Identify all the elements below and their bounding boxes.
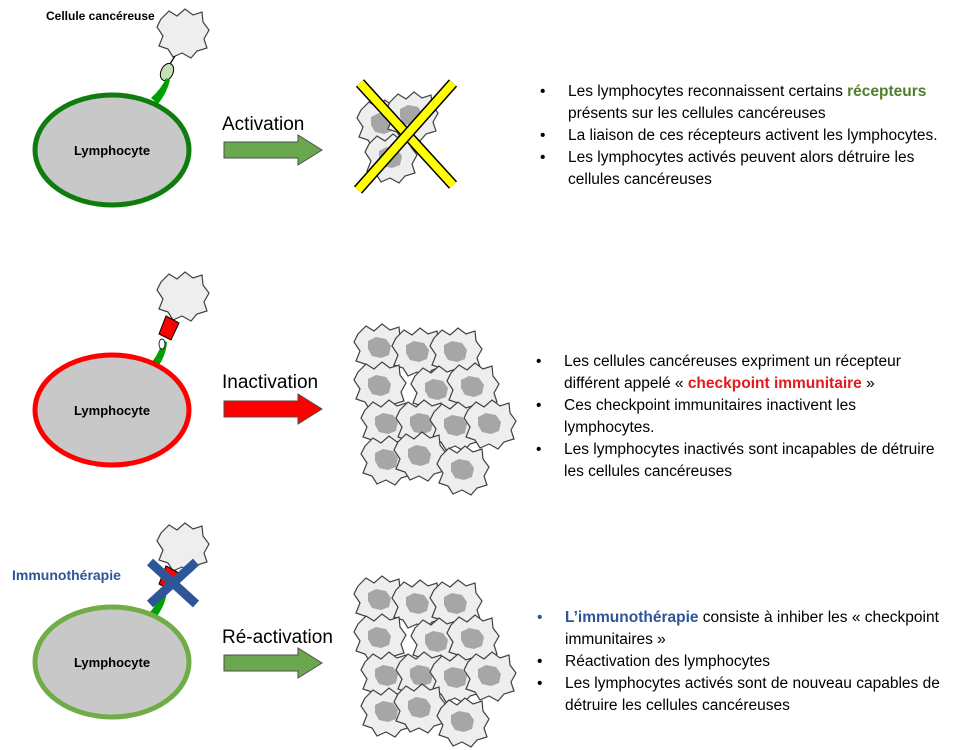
- list-item: Les lymphocytes inactivés sont incapable…: [534, 439, 944, 483]
- lymphocyte-ring: [32, 92, 192, 208]
- activation-bullet-list: Les lymphocytes reconnaissent certains r…: [538, 81, 943, 191]
- immunotherapy-label: Immunothérapie: [12, 567, 121, 583]
- reactivation-bullet-list: L’immunothérapie consiste à inhiber les …: [535, 607, 945, 717]
- yellow-cross: [353, 79, 458, 194]
- list-item: Les cellules cancéreuses expriment un ré…: [534, 351, 944, 395]
- blue-cross: [146, 558, 200, 608]
- inactivation-bullet-list: Les cellules cancéreuses expriment un ré…: [534, 351, 944, 483]
- inactivation-arrow: [223, 393, 323, 425]
- lymphocyte-label: Lymphocyte: [74, 403, 150, 418]
- highlight-receptors: récepteurs: [847, 83, 927, 100]
- receptor-pair: [151, 55, 176, 104]
- cancer-cell: [156, 8, 210, 59]
- cancer-cell-cluster: [353, 575, 517, 748]
- lymphocyte-ring: [32, 604, 192, 720]
- cancer-cell-cluster: [353, 323, 517, 496]
- arrow-label-activation: Activation: [222, 114, 304, 135]
- lymphocyte-label: Lymphocyte: [74, 143, 150, 158]
- reactivation-arrow: [223, 647, 323, 679]
- cancer-cell: [156, 522, 210, 573]
- list-item: L’immunothérapie consiste à inhiber les …: [535, 607, 945, 651]
- highlight-checkpoint: checkpoint immunitaire: [687, 375, 862, 392]
- lymphocyte-ring: [32, 352, 192, 468]
- arrow-label-inactivation: Inactivation: [222, 372, 318, 393]
- list-item: Les lymphocytes reconnaissent certains r…: [538, 81, 943, 125]
- list-item: Ces checkpoint immunitaires inactivent l…: [534, 395, 944, 439]
- lymphocyte-label: Lymphocyte: [74, 655, 150, 670]
- checkpoint-receptor-pair: [150, 315, 180, 368]
- cancer-cell: [156, 271, 210, 322]
- highlight-immunotherapy: L’immunothérapie: [565, 609, 699, 626]
- cancer-cell-label: Cellule cancéreuse: [46, 9, 155, 23]
- list-item: La liaison de ces récepteurs activent le…: [538, 125, 943, 147]
- list-item: Les lymphocytes activés peuvent alors dé…: [538, 147, 943, 191]
- activation-arrow: [223, 134, 323, 166]
- arrow-label-reactivation: Ré-activation: [222, 627, 333, 648]
- list-item: Réactivation des lymphocytes: [535, 651, 945, 673]
- list-item: Les lymphocytes activés sont de nouveau …: [535, 673, 945, 717]
